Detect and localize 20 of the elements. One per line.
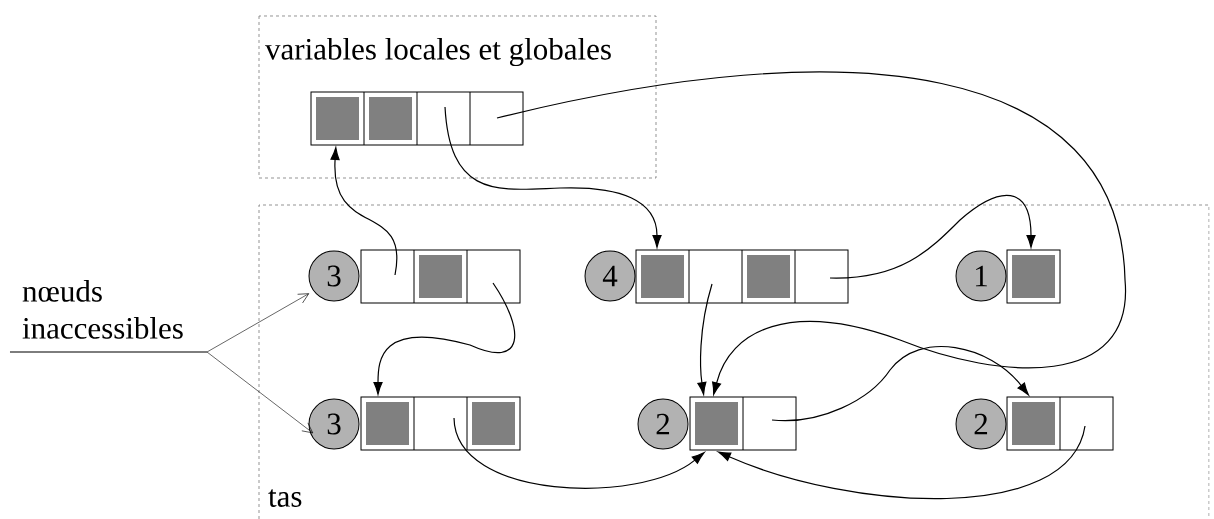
pointer-arrow — [444, 106, 662, 248]
pointer-arrow — [829, 195, 1036, 279]
note-text: nœuds inaccessibles — [22, 280, 183, 339]
record-box — [310, 91, 524, 146]
record-box — [360, 249, 521, 304]
record-box — [1006, 396, 1114, 451]
leader-line — [9, 351, 314, 434]
pointer-arrow — [330, 147, 398, 276]
record-box — [635, 249, 849, 304]
record-box — [689, 396, 797, 451]
region-heading: tas — [268, 489, 302, 507]
pointer-arrow — [697, 283, 713, 395]
record-box — [1006, 249, 1061, 304]
pointer-arrow — [453, 417, 705, 489]
region-heading: variables locales et globales — [265, 37, 611, 67]
pointer-arrow — [373, 282, 516, 395]
pointer-arrow — [496, 71, 1126, 395]
pointer-arrow — [717, 425, 1086, 500]
pointer-arrow — [771, 345, 1029, 422]
record-box — [360, 396, 521, 451]
